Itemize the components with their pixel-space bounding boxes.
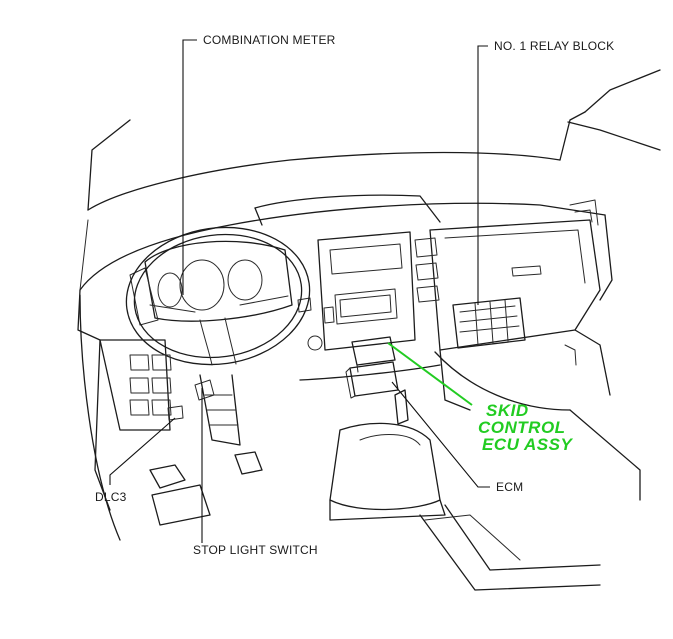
skid-control-ecu-label-line2: CONTROL: [478, 418, 566, 437]
skid-control-ecu-part: [351, 336, 396, 373]
driver-side-panel: [79, 219, 184, 541]
skid-control-ecu-label-line1: SKID: [486, 401, 529, 420]
windshield-frame: [87, 69, 661, 211]
passenger-panel: [429, 199, 611, 411]
relay-block-part: [452, 297, 526, 349]
combination-meter-label: COMBINATION METER: [203, 33, 336, 47]
instrument-cluster: [129, 240, 293, 326]
steering-column: [194, 374, 241, 446]
center-console: [297, 231, 440, 351]
relay-block-label: NO. 1 RELAY BLOCK: [494, 39, 615, 53]
ecm-part: [345, 361, 399, 399]
dlc3-label: DLC3: [95, 490, 127, 504]
ecm-label: ECM: [496, 480, 524, 494]
skid-control-ecu-label-line3: ECU ASSY: [482, 435, 573, 454]
stop-light-switch-label: STOP LIGHT SWITCH: [193, 543, 318, 557]
dashboard-top: [77, 194, 613, 341]
steering-wheel: [125, 226, 311, 366]
floor-console: [299, 351, 641, 591]
pedals: [149, 451, 263, 526]
leader-lines: [109, 39, 490, 543]
